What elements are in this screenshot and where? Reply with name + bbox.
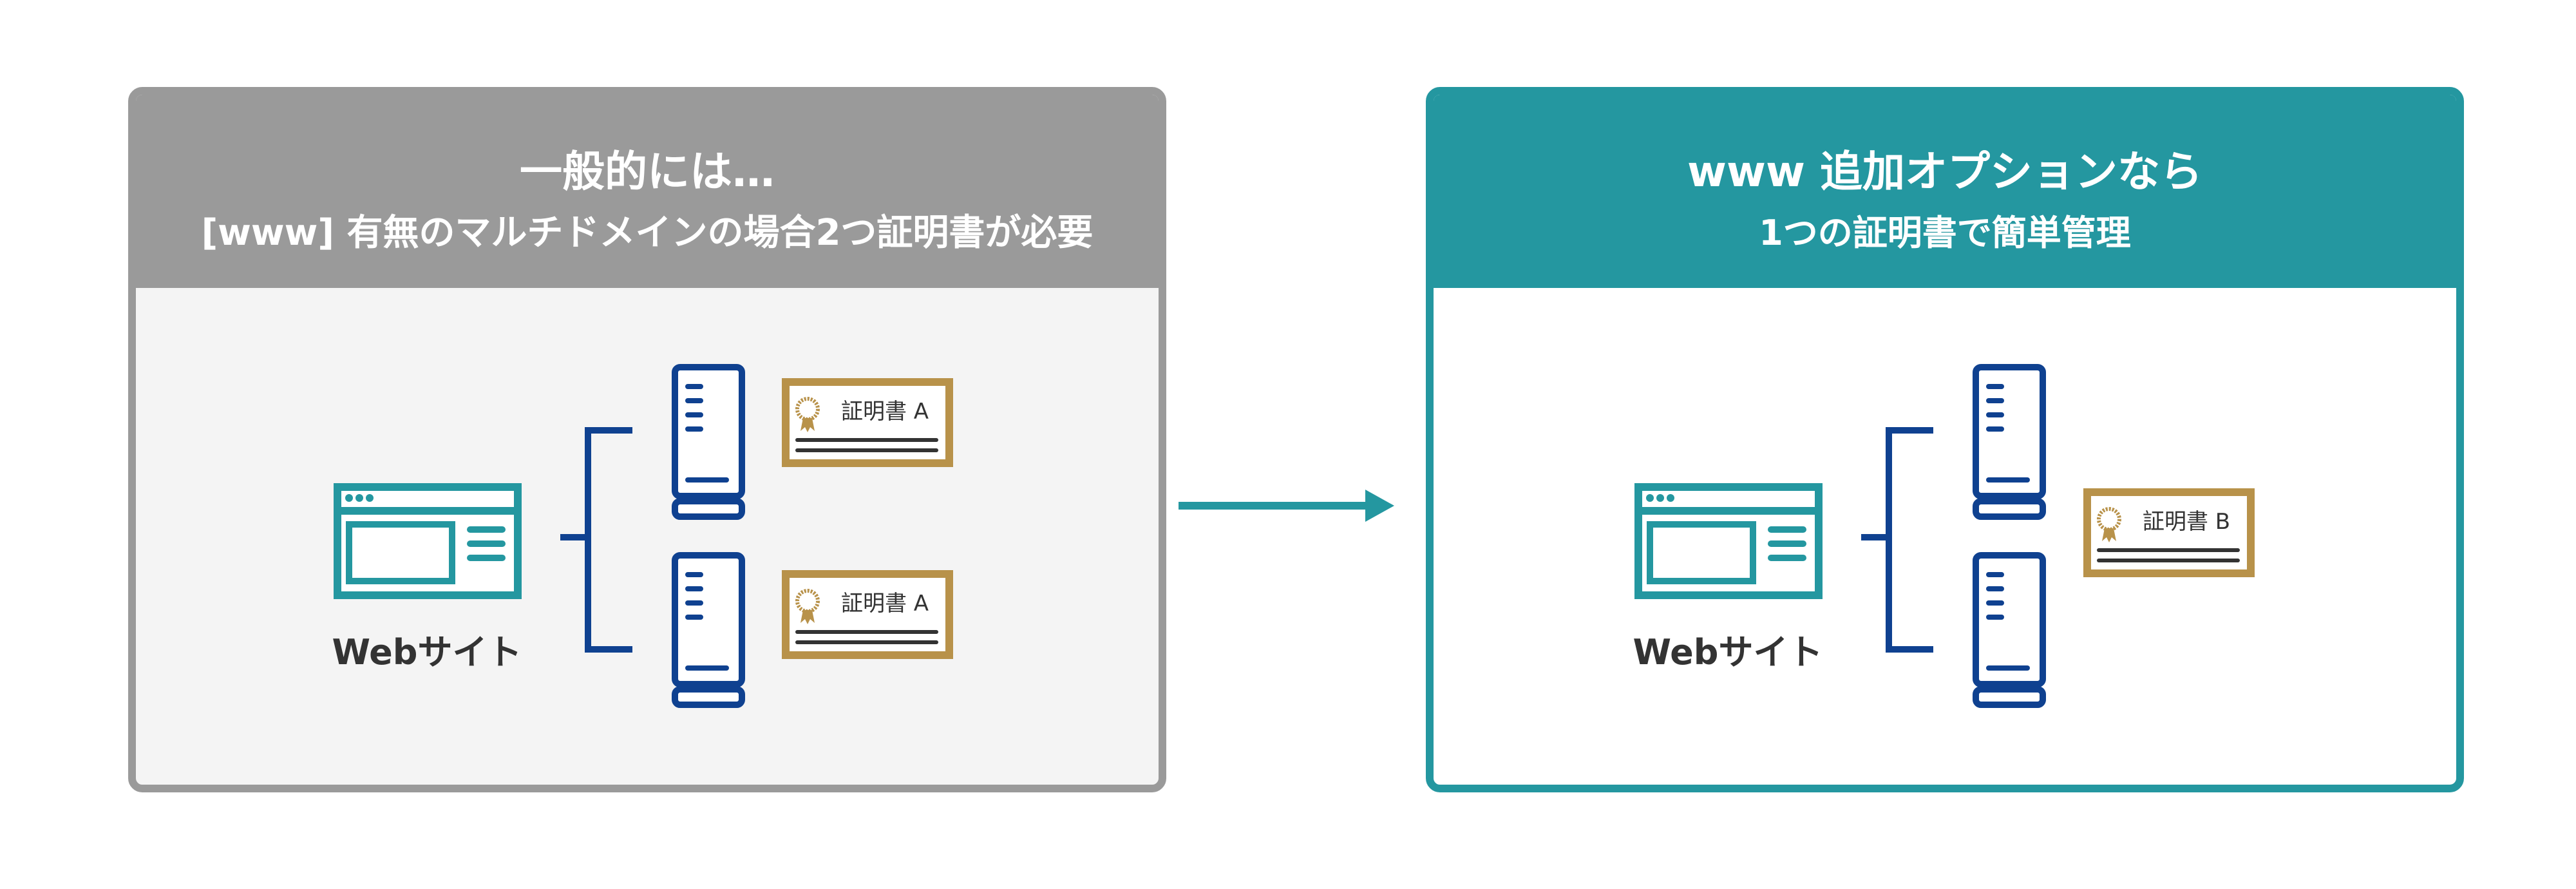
- right-panel-title: www 追加オプションなら: [1687, 147, 2202, 196]
- left-panel: 一般的には… [www] 有無のマルチドメインの場合2つ証明書が必要: [128, 87, 1166, 792]
- arrow-right-icon: [1179, 490, 1394, 522]
- left-panel-title: 一般的には…: [520, 147, 775, 196]
- website-label: Webサイト: [1633, 632, 1823, 673]
- right-panel: www 追加オプションなら 1つの証明書で簡単管理: [1426, 87, 2464, 792]
- website-label: Webサイト: [332, 632, 522, 673]
- right-panel-header: www 追加オプションなら 1つの証明書で簡単管理: [1434, 95, 2456, 288]
- left-panel-subtitle: [www] 有無のマルチドメインの場合2つ証明書が必要: [201, 212, 1094, 254]
- left-panel-header: 一般的には… [www] 有無のマルチドメインの場合2つ証明書が必要: [136, 95, 1159, 288]
- right-panel-subtitle: 1つの証明書で簡単管理: [1759, 213, 2131, 253]
